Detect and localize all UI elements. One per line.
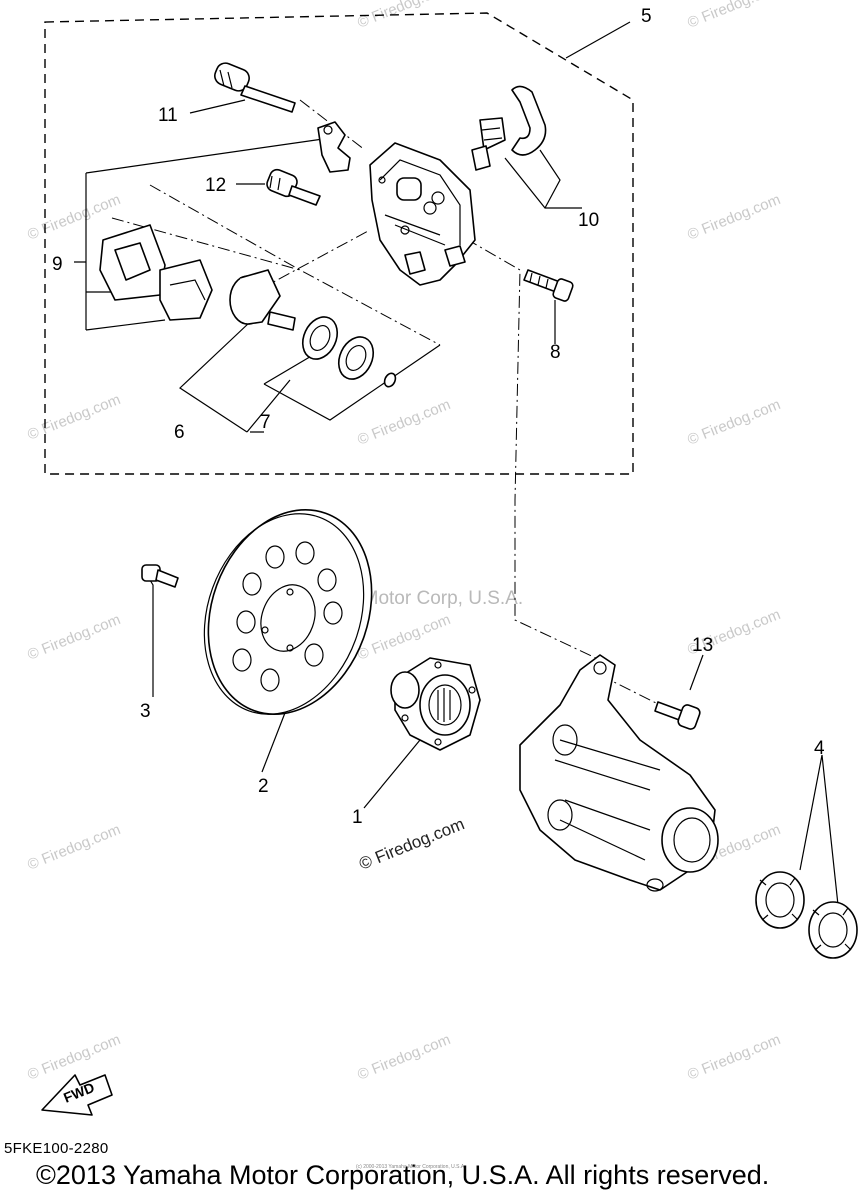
svg-text:© Firedog.com: © Firedog.com: [355, 611, 453, 664]
hub-part-1: [390, 657, 481, 751]
leader-lines: [74, 21, 839, 906]
callout-labels: 1 2 3 4 5 6 7 8 9 10 11 12 13: [52, 6, 825, 828]
copyright-notice: ©2013 Yamaha Motor Corporation, U.S.A. A…: [36, 1160, 770, 1190]
callout-12: 12: [205, 175, 226, 196]
callout-7: 7: [260, 412, 271, 433]
svg-text:© Firedog.com: © Firedog.com: [355, 1031, 453, 1084]
caliper-bracket: [519, 654, 719, 892]
svg-text:© Firedog.com: © Firedog.com: [685, 1031, 783, 1084]
callout-2: 2: [258, 776, 269, 797]
bolt-part-8: [523, 269, 574, 302]
callout-5: 5: [641, 6, 652, 27]
brake-pads-part-9: [99, 224, 213, 321]
callout-13: 13: [692, 635, 713, 656]
svg-text:© Firedog.com: © Firedog.com: [685, 0, 783, 32]
svg-text:© Firedog.com: © Firedog.com: [685, 191, 783, 244]
callout-1: 1: [352, 807, 363, 828]
callout-9: 9: [52, 254, 63, 275]
svg-text:© Firedog.com: © Firedog.com: [355, 0, 453, 32]
callout-10: 10: [578, 210, 599, 231]
pad-spring-bracket: [317, 121, 351, 173]
caliper-body: [369, 142, 476, 286]
tiny-credit: (c) 2000-2013 Yamaha Motor Corporation, …: [356, 1164, 466, 1170]
piston-part-6: [229, 269, 296, 331]
svg-text:© Firedog.com: © Firedog.com: [355, 396, 453, 449]
diagram-code: 5FKE100-2280: [4, 1140, 109, 1157]
caliper-assembly-boundary: [44, 12, 634, 475]
svg-text:© Firedog.com: © Firedog.com: [25, 611, 123, 664]
bolt-part-3: [141, 564, 179, 588]
callout-4: 4: [814, 738, 825, 759]
callout-8: 8: [550, 342, 561, 363]
nuts-part-4: [755, 871, 858, 959]
brake-disc-part-2: [203, 508, 373, 716]
callout-3: 3: [140, 701, 151, 722]
fitting-part-10: [471, 85, 547, 171]
svg-text:© Firedog.com: © Firedog.com: [356, 814, 467, 873]
svg-text:© Firedog.com: © Firedog.com: [25, 191, 123, 244]
callout-6: 6: [174, 422, 185, 443]
bushing-part-12: [266, 168, 321, 206]
callout-11: 11: [158, 105, 178, 126]
forward-arrow-icon: FWD: [41, 1074, 113, 1116]
svg-text:© Firedog.com: © Firedog.com: [685, 396, 783, 449]
svg-text:© Firedog.com: © Firedog.com: [25, 821, 123, 874]
svg-text:© Firedog.com: © Firedog.com: [25, 391, 123, 444]
pin-bolt-part-11: [214, 62, 296, 113]
bolt-part-13: [654, 701, 701, 730]
seals-part-7: [301, 316, 397, 388]
